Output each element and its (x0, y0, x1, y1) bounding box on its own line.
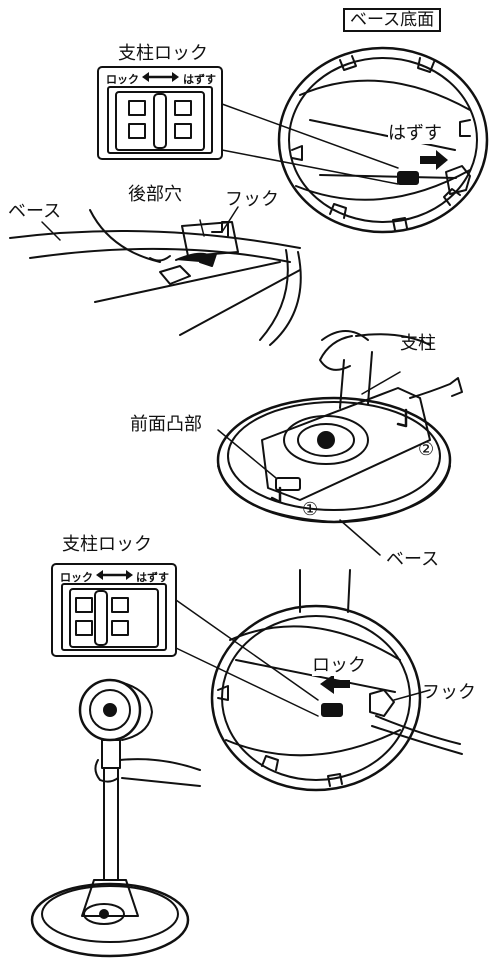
assembled-fan-illustration (30, 678, 201, 958)
base-label-middle: ベース (386, 549, 440, 570)
lock-label-bottom: ロック (60, 571, 93, 584)
pole-label: 支柱 (400, 333, 436, 354)
release-arrow-label: はずす (388, 123, 442, 144)
lock-panel-callout-top (97, 66, 399, 185)
hook-label-upper: フック (225, 189, 279, 210)
pole-lock-title-top: 支柱ロック (118, 43, 208, 64)
step-1-marker: ① (302, 499, 319, 520)
base-bottom-view-lock (210, 569, 463, 792)
step-2-marker: ② (418, 439, 435, 460)
front-bump-label: 前面凸部 (130, 414, 202, 435)
release-label-top: はずす (183, 73, 216, 86)
hook-label-lower: フック (422, 682, 476, 703)
release-label-bottom: はずす (136, 571, 169, 584)
pole-insertion-illustration (216, 330, 463, 556)
lock-label-top: ロック (106, 73, 139, 86)
base-bottom-title: ベース底面 (343, 8, 442, 32)
rear-hole-label: 後部穴 (128, 184, 182, 205)
hook-rear-hole-detail (9, 206, 302, 346)
lock-arrow-label: ロック (312, 655, 366, 676)
pole-lock-title-bottom: 支柱ロック (62, 534, 152, 555)
base-label-upper: ベース (8, 201, 62, 222)
lock-panel-callout-bottom (51, 563, 319, 717)
base-bottom-view-top (277, 46, 489, 234)
